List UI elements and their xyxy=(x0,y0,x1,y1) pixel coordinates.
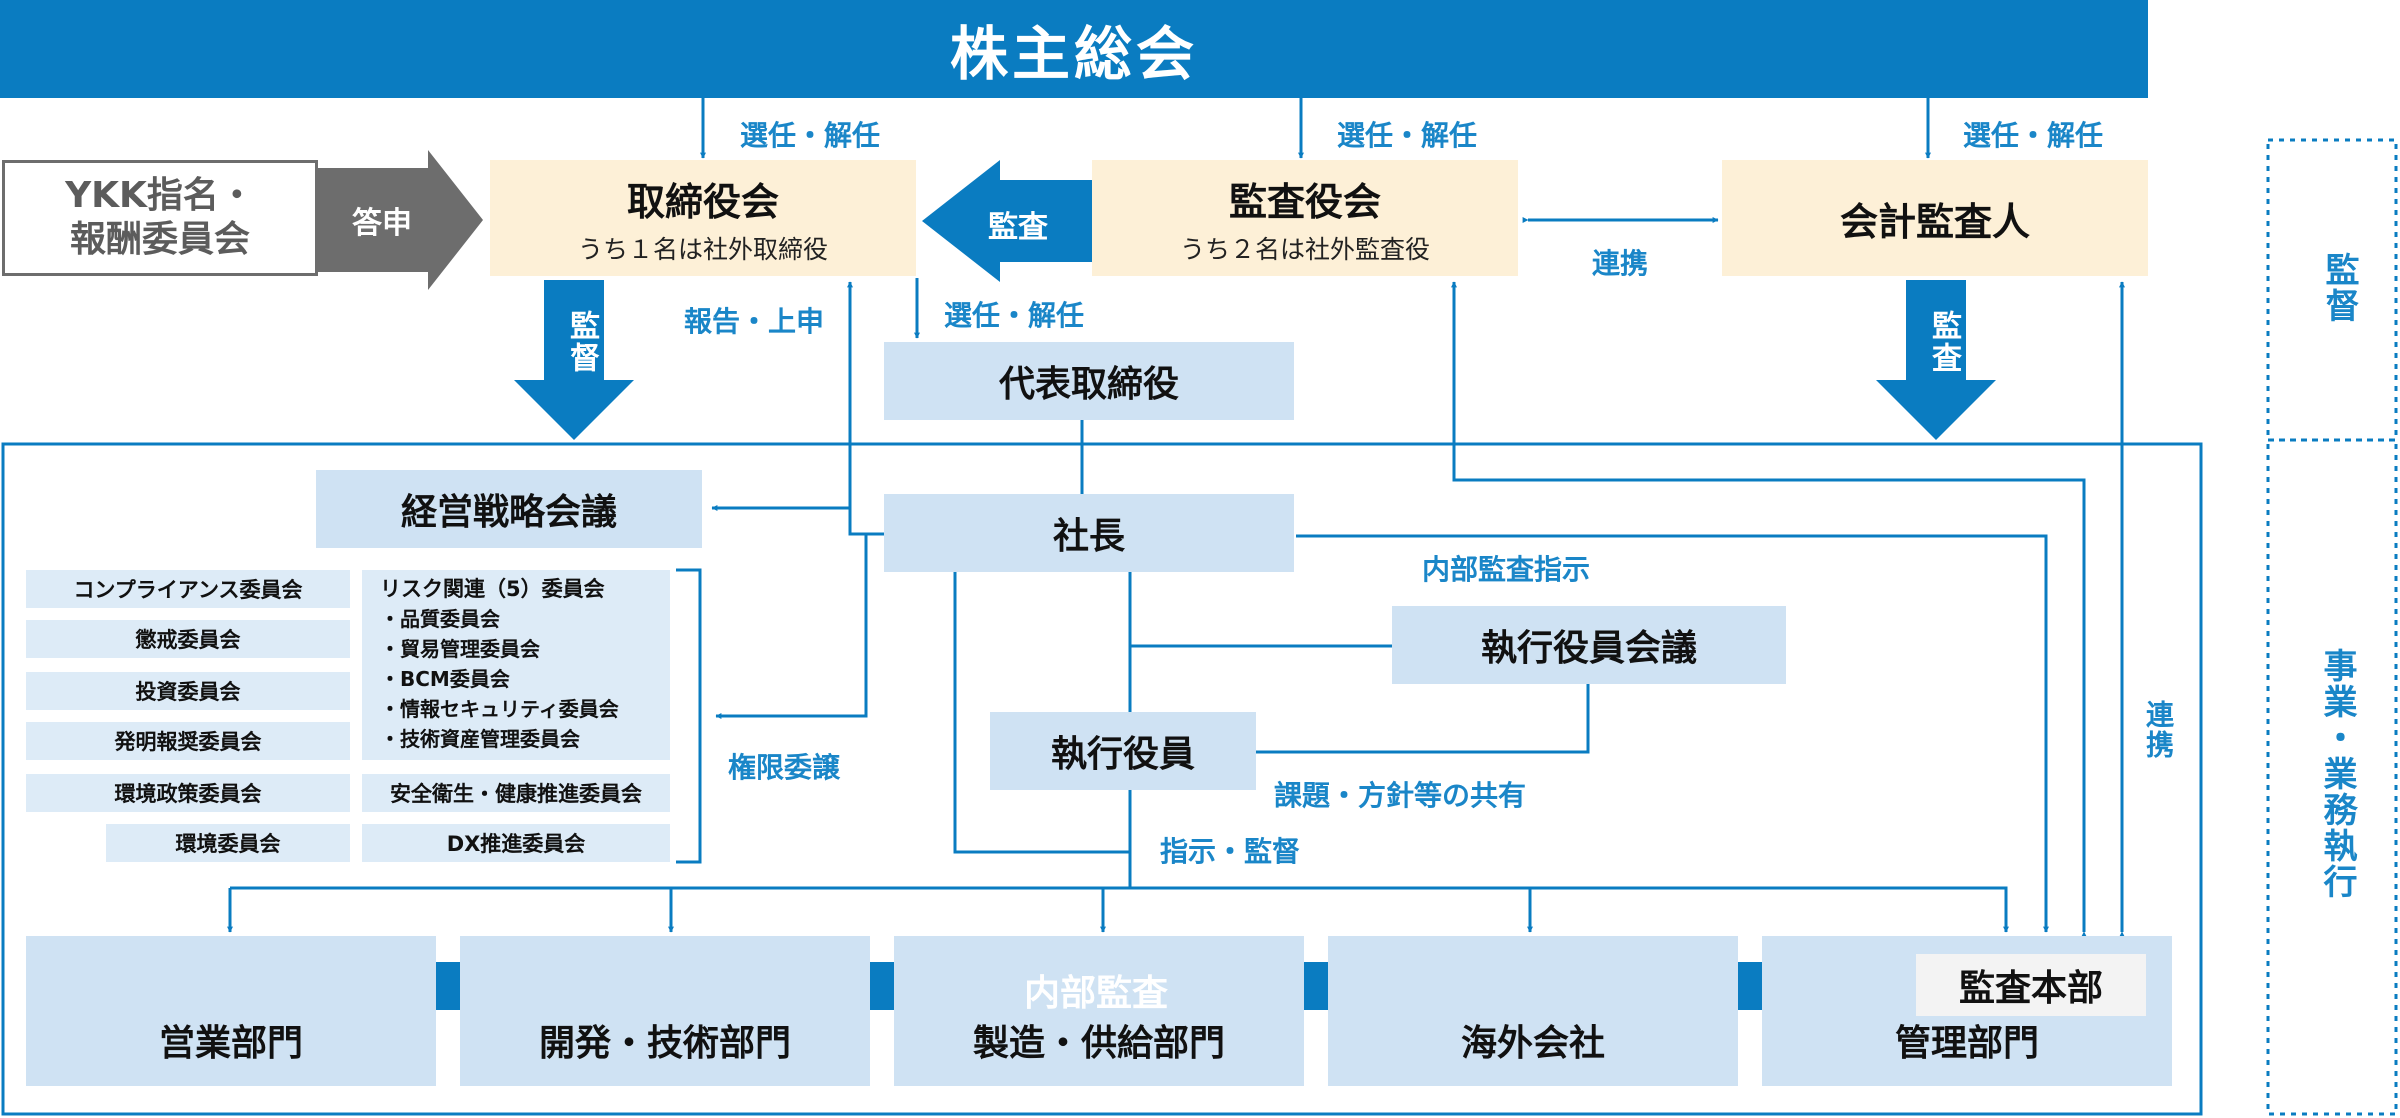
board-of-directors: 取締役会 うち１名は社外取締役 xyxy=(490,160,916,276)
page-title: 株主総会 xyxy=(949,20,1198,88)
risk-item-tech-assets: ・技術資産管理委員会 xyxy=(380,727,580,751)
internal-audit-arrow-label: 内部監査 xyxy=(1024,973,1169,1014)
audit-arrow-down-label: 監査 xyxy=(1926,310,1961,374)
supervise-arrow-label: 監督 xyxy=(564,310,599,374)
audit-board-note: うち２名は社外監査役 xyxy=(1179,234,1430,264)
executive-officers: 執行役員 xyxy=(990,712,1256,790)
side-label-execution: 事業・業務執行 xyxy=(2317,648,2357,900)
exec-meeting-name: 執行役員会議 xyxy=(1480,628,1697,669)
committee-safety-health: 安全衛生・健康推進委員会 xyxy=(362,774,670,812)
committee-invention-award: 発明報奨委員会 xyxy=(26,722,350,760)
label-instruct-supervise: 指示・監督 xyxy=(1160,835,1301,868)
arrow-delegation xyxy=(715,534,868,719)
board-name: 取締役会 xyxy=(626,179,779,224)
label-cooperation-top: 連携 xyxy=(1592,247,1649,280)
audit-supervisory-board: 監査役会 うち２名は社外監査役 xyxy=(1092,160,1518,276)
risk-item-quality: ・品質委員会 xyxy=(380,607,500,631)
arrow-audit-instruction xyxy=(1296,534,2049,933)
risk-item-bcm: ・BCM委員会 xyxy=(380,667,510,691)
arrow-president-to-board xyxy=(847,281,884,536)
answer-arrow-label: 答申 xyxy=(352,206,412,241)
president-name: 社長 xyxy=(1052,516,1125,557)
committees-bracket xyxy=(676,568,702,864)
nomination-committee-box: YKK指名・ 報酬委員会 xyxy=(2,160,318,276)
accounting-auditor-name: 会計監査人 xyxy=(1839,199,2030,244)
strategy-meeting-name: 経営戦略会議 xyxy=(400,492,617,533)
president: 社長 xyxy=(884,494,1294,572)
representative-name: 代表取締役 xyxy=(998,364,1179,405)
executive-officers-meeting: 執行役員会議 xyxy=(1392,606,1786,684)
shareholders-meeting-banner: 株主総会 xyxy=(0,0,2148,98)
dept-sales: 営業部門 xyxy=(26,936,436,1086)
side-frame-execution xyxy=(2266,438,2398,1116)
label-internal-audit-instruction: 内部監査指示 xyxy=(1422,553,1591,586)
nomination-committee-line2: 報酬委員会 xyxy=(69,219,250,260)
risk-item-infosec: ・情報セキュリティ委員会 xyxy=(380,697,619,721)
dept-dev-tech: 開発・技術部門 xyxy=(460,936,870,1086)
audit-headquarters: 監査本部 xyxy=(1916,954,2146,1016)
committee-discipline: 懲戒委員会 xyxy=(26,620,350,658)
business-frame xyxy=(1,442,2203,1116)
committee-environmental-policy: 環境政策委員会 xyxy=(26,774,350,812)
strategy-meeting: 経営戦略会議 xyxy=(316,470,702,548)
label-issue-sharing: 課題・方針等の共有 xyxy=(1274,779,1527,812)
dept-manufacturing-name: 製造・供給部門 xyxy=(972,1023,1225,1064)
label-delegation: 権限委譲 xyxy=(728,751,841,784)
risk-committee-title: リスク関連（5）委員会 xyxy=(380,577,605,601)
dept-sales-name: 営業部門 xyxy=(158,1023,303,1064)
board-note: うち１名は社外取締役 xyxy=(577,234,828,264)
label-appoint-auditor: 選任・解任 xyxy=(1963,119,2104,152)
exec-officers-name: 執行役員 xyxy=(1050,734,1195,775)
dept-overseas: 海外会社 xyxy=(1328,936,1738,1086)
line-president-left-branch xyxy=(953,572,1130,854)
audit-arrow-left-label: 監査 xyxy=(988,210,1048,245)
dept-manufacturing: 製造・供給部門 xyxy=(894,936,1304,1086)
label-cooperation-right: 連携 xyxy=(2142,700,2175,760)
side-frame-supervision xyxy=(2266,138,2398,442)
line-exec-sharing xyxy=(1256,684,1590,754)
audit-arrow-down-shape xyxy=(1876,280,1996,440)
supervise-arrow-shape xyxy=(514,280,634,440)
label-report: 報告・上申 xyxy=(684,305,825,338)
answer-arrow-shape xyxy=(318,150,483,290)
committee-investment: 投資委員会 xyxy=(26,672,350,710)
arrow-audit-board-monitor xyxy=(1451,281,2087,938)
dept-overseas-name: 海外会社 xyxy=(1460,1023,1605,1064)
risk-item-trade: ・貿易管理委員会 xyxy=(380,637,540,661)
dept-admin-name: 管理部門 xyxy=(1894,1023,2039,1064)
audit-hq-name: 監査本部 xyxy=(1958,968,2103,1009)
committee-risk-group: リスク関連（5）委員会 ・品質委員会 ・貿易管理委員会 ・BCM委員会 ・情報セ… xyxy=(362,570,670,760)
representative-director: 代表取締役 xyxy=(884,342,1294,420)
line-department-bus xyxy=(230,886,2009,933)
audit-board-name: 監査役会 xyxy=(1228,179,1381,224)
audit-arrow-left-shape xyxy=(922,160,1092,282)
dept-dev-tech-name: 開発・技術部門 xyxy=(538,1023,791,1064)
committee-compliance: コンプライアンス委員会 xyxy=(26,570,350,608)
label-appoint-board: 選任・解任 xyxy=(740,119,881,152)
committee-dx: DX推進委員会 xyxy=(362,824,670,862)
committee-environment: 環境委員会 xyxy=(106,824,350,862)
label-appoint-audit: 選任・解任 xyxy=(1337,119,1478,152)
nomination-committee-line1: YKK指名・ xyxy=(65,175,255,216)
label-appoint-rep: 選任・解任 xyxy=(944,299,1085,332)
side-label-supervision: 監督 xyxy=(2319,252,2359,324)
accounting-auditor: 会計監査人 xyxy=(1722,160,2148,276)
